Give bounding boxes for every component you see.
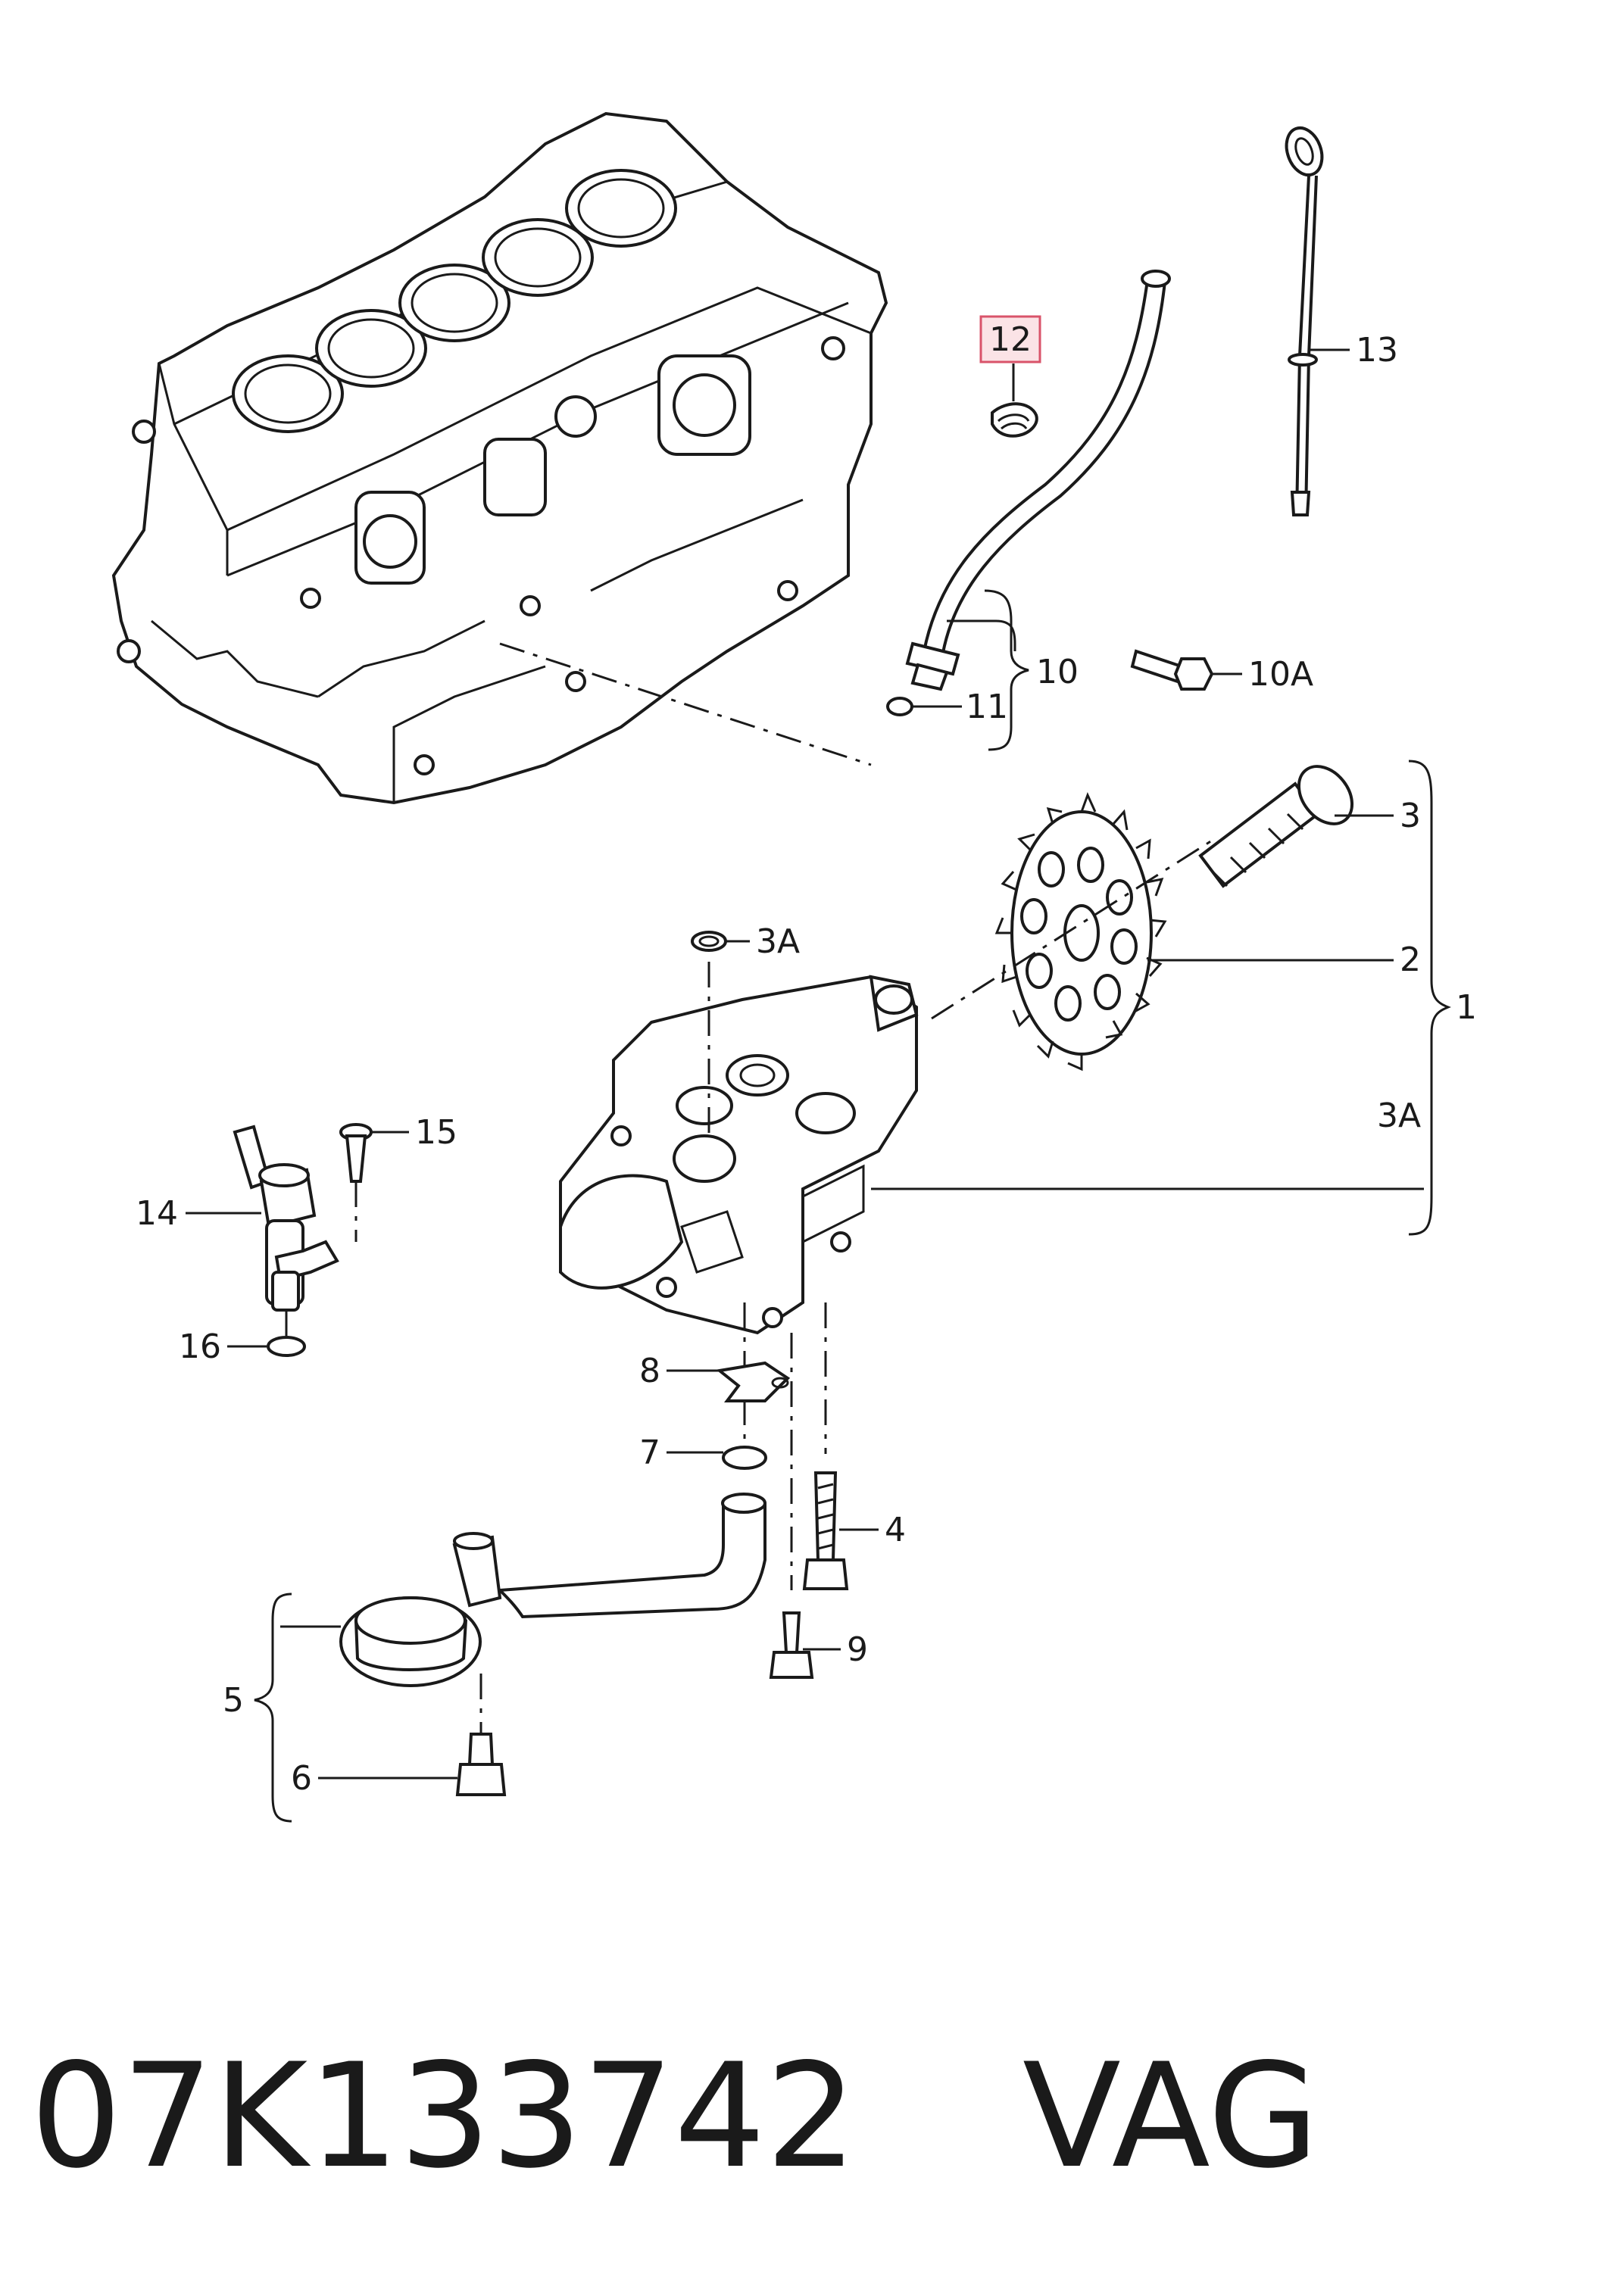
bolt-4 [802, 1471, 849, 1590]
leader-10-upper [947, 619, 1016, 651]
callout-15: 15 [415, 1113, 457, 1152]
dipstick-guide-tube [905, 270, 1171, 691]
callout-4: 4 [885, 1511, 906, 1549]
callout-16: 16 [179, 1327, 221, 1366]
bolt-6 [455, 1733, 507, 1796]
callout-10a: 10A [1248, 655, 1313, 694]
callout-6: 6 [291, 1759, 312, 1798]
part-number: 07K133742 [30, 2032, 857, 2200]
callout-7: 7 [639, 1433, 660, 1472]
sprocket-bolt-3 [1198, 765, 1354, 888]
callout-3a-top: 3A [756, 922, 800, 961]
callout-12: 12 [989, 320, 1032, 359]
callout-2: 2 [1400, 941, 1421, 979]
sprocket-2 [994, 792, 1167, 1072]
o-ring-11 [886, 697, 913, 716]
o-ring-7 [722, 1446, 767, 1470]
clip-12 [991, 402, 1038, 438]
callout-14: 14 [136, 1194, 178, 1233]
pressure-valve-14 [233, 1125, 339, 1312]
callout-5: 5 [223, 1681, 244, 1720]
o-ring-3a [691, 931, 727, 952]
bolt-9 [769, 1611, 814, 1679]
callout-13: 13 [1356, 331, 1398, 370]
screw-15 [339, 1123, 373, 1183]
callout-1: 1 [1456, 988, 1477, 1027]
engine-block [111, 111, 888, 805]
dipstick-13 [1285, 126, 1324, 516]
callout-10: 10 [1036, 653, 1079, 691]
oil-pump-1 [559, 975, 919, 1335]
gasket-8 [716, 1361, 791, 1402]
callout-8: 8 [639, 1352, 660, 1390]
o-ring-16 [267, 1336, 306, 1357]
brand-name: VAG [1022, 2032, 1319, 2200]
brace-10 [984, 589, 1029, 751]
callout-3: 3 [1400, 797, 1421, 835]
callout-3a-side: 3A [1377, 1097, 1421, 1135]
brace-1 [1408, 760, 1451, 1236]
callout-9: 9 [847, 1630, 868, 1669]
callout-12-highlight-box [979, 315, 1041, 363]
brace-5 [254, 1593, 292, 1823]
bolt-10a [1130, 649, 1214, 691]
callout-11: 11 [966, 688, 1008, 726]
oil-pickup-pipe-5 [339, 1493, 766, 1687]
